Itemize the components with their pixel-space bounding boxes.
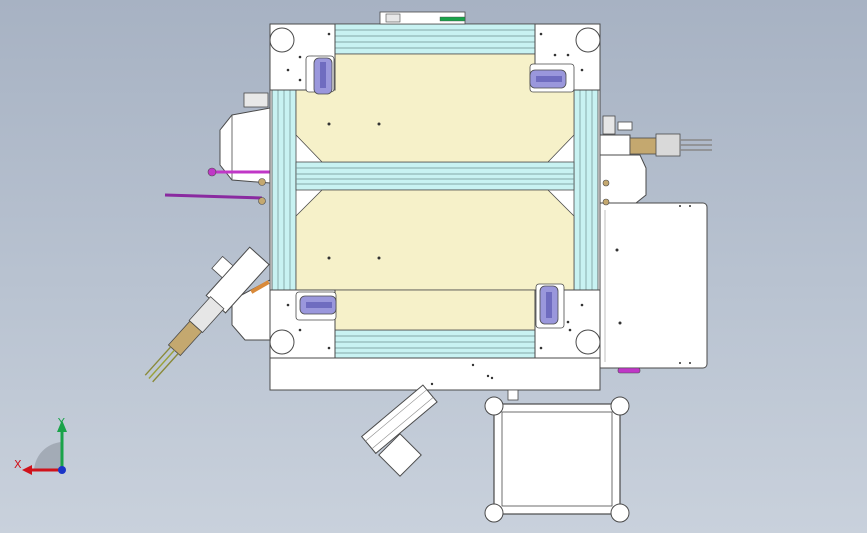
lower-plate: [295, 189, 575, 291]
z-axis-dot: [58, 466, 66, 474]
side-control-box: [596, 202, 708, 374]
y-axis-label: Y: [57, 416, 65, 429]
bottom-angled-arm: [360, 384, 519, 477]
caster-top-right: [529, 63, 575, 93]
right-motor: [599, 115, 712, 157]
left-motor-housing: [164, 92, 271, 205]
y-axis-head: [57, 420, 67, 432]
caster-bottom-right: [535, 283, 565, 329]
right-bracket-assembly: [596, 154, 647, 206]
bottom-cart-frame: [484, 396, 630, 523]
orientation-triad: X Y: [14, 416, 67, 475]
caster-top-left: [305, 55, 335, 95]
caster-bottom-left: [295, 291, 337, 321]
x-axis-label: X: [14, 458, 22, 471]
left-angled-actuator: [144, 246, 271, 383]
x-axis-head: [22, 465, 32, 475]
